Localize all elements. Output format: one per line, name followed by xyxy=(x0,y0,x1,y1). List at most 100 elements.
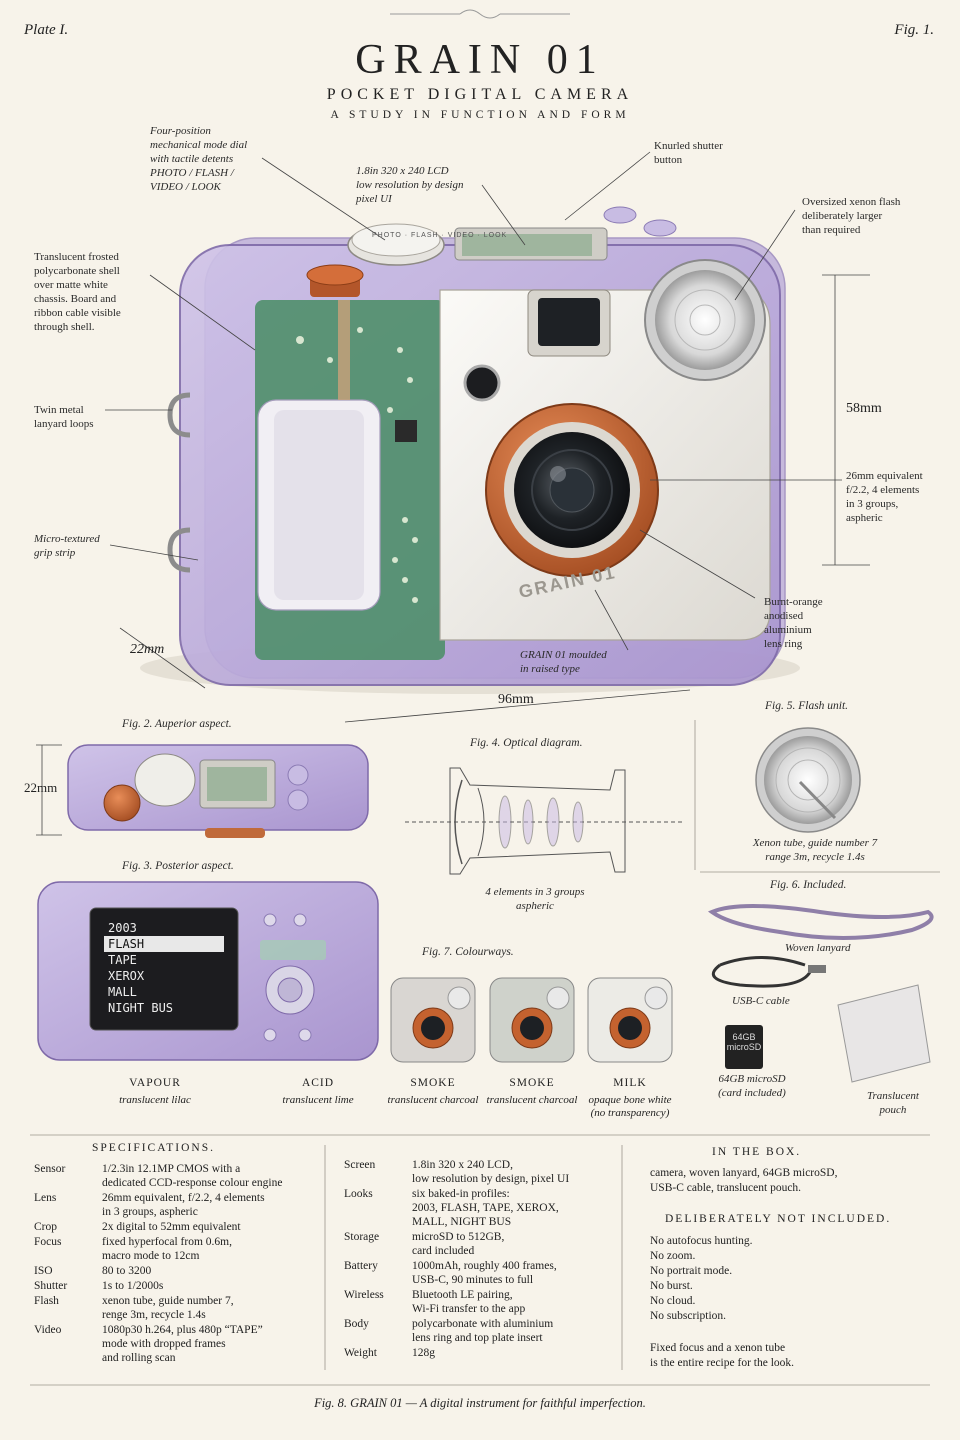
closing-text: Fixed focus and a xenon tube is the entir… xyxy=(650,1341,794,1371)
fig4-note-line: aspheric xyxy=(516,900,554,912)
spec-key: Screen xyxy=(344,1159,376,1171)
spec-key: Lens xyxy=(34,1192,57,1204)
card-label-line: (card included) xyxy=(718,1087,786,1099)
colourway-camera xyxy=(390,977,476,1063)
spec-value-line: 1s to 1/2000s xyxy=(102,1280,164,1292)
lcd-menu-item: XEROX xyxy=(108,969,145,983)
spec-value: 1080p30 h.264, plus 480p “TAPE”mode with… xyxy=(102,1323,318,1365)
lcd-menu-item: MALL xyxy=(108,985,137,999)
spec-value-line: 1080p30 h.264, plus 480p “TAPE” xyxy=(102,1324,263,1336)
fig4-note-line: 4 elements in 3 groups xyxy=(485,886,585,898)
lcd-menu-item: FLASH xyxy=(104,936,224,952)
fig6-card-label: 64GB microSD(card included) xyxy=(712,1072,792,1100)
dimension-width: 96mm xyxy=(498,692,534,707)
spec-key: ISO xyxy=(34,1265,53,1277)
fig2-top-view xyxy=(36,744,369,838)
ann-lcd-line: low resolution by design xyxy=(356,179,464,191)
spec-key: Storage xyxy=(344,1231,380,1243)
ann-shell-line: over matte white xyxy=(34,279,108,291)
fig6-lanyard-label: Woven lanyard xyxy=(785,942,851,954)
ann-shell-line: chassis. Board and xyxy=(34,293,117,305)
ann-mode-line: VIDEO / LOOK xyxy=(150,181,221,193)
inbox-title: IN THE BOX. xyxy=(712,1146,802,1158)
ann-mode-line: with tactile detents xyxy=(150,153,234,165)
colourway-subtitle: translucent lime xyxy=(282,1094,354,1106)
annotation-shell: Translucent frosted polycarbonate shell ov… xyxy=(34,250,121,334)
fig4-optical-diagram xyxy=(405,767,685,875)
spec-value-line: macro mode to 12cm xyxy=(102,1250,200,1262)
spec-value: xenon tube, guide number 7,renge 3m, rec… xyxy=(102,1294,318,1322)
spec-value: 128g xyxy=(412,1346,614,1360)
not-list-line: No cloud. xyxy=(650,1295,696,1307)
spec-value: 1000mAh, roughly 400 frames, USB-C, 90 mi… xyxy=(412,1259,614,1287)
spec-key: Crop xyxy=(34,1221,57,1233)
inbox-text: camera, woven lanyard, 64GB microSD,USB-… xyxy=(650,1166,837,1196)
not-list-line: No autofocus hunting. xyxy=(650,1235,753,1247)
closing-line: Fixed focus and a xenon tube xyxy=(650,1342,786,1354)
spec-value-line: 26mm equivalent, f/2.2, 4 elements xyxy=(102,1192,265,1204)
footer-caption: Fig. 8. GRAIN 01 — A digital instrument … xyxy=(314,1396,646,1410)
spec-value-line: 2003, FLASH, TAPE, XEROX, xyxy=(412,1202,559,1214)
spec-value-line: USB-C, 90 minutes to full xyxy=(412,1274,534,1286)
fig3-back-view xyxy=(37,881,379,1061)
fig5-note-line: range 3m, recycle 1.4s xyxy=(765,851,865,863)
spec-key: Battery xyxy=(344,1260,378,1272)
ann-flash-line: deliberately larger xyxy=(802,210,883,222)
section-dividers xyxy=(30,720,940,1386)
ann-lens-line: aspheric xyxy=(846,512,883,524)
colourway-name: ACID xyxy=(301,1077,335,1089)
inbox-text-line: camera, woven lanyard, 64GB microSD, xyxy=(650,1167,838,1179)
fig6-cable-label: USB-C cable xyxy=(732,995,790,1007)
fig4-caption: Fig. 4. Optical diagram. xyxy=(470,737,583,749)
pouch-label-line: pouch xyxy=(879,1104,907,1116)
fig2-caption: Fig. 2. Auperior aspect. xyxy=(122,718,232,730)
fig7-colourway-illustrations xyxy=(390,977,673,1063)
specs-right-column: Screen 1.8in 320 x 240 LCD,low resolution… xyxy=(344,1158,614,1361)
spec-value-line: microSD to 512GB, xyxy=(412,1231,505,1243)
spec-value: 1.8in 320 x 240 LCD,low resolution by de… xyxy=(412,1158,614,1186)
ann-mode-line: mechanical mode dial xyxy=(150,139,248,151)
not-list-line: No portrait mode. xyxy=(650,1265,733,1277)
ann-shell-line: Translucent frosted xyxy=(34,251,119,263)
fig5-note-line: Xenon tube, guide number 7 xyxy=(752,837,878,849)
spec-value: Bluetooth LE pairing,Wi-Fi transfer to t… xyxy=(412,1288,614,1316)
fig6-included-items xyxy=(707,904,934,1083)
ann-lens-line: 26mm equivalent xyxy=(846,470,923,482)
closing-line: is the entire recipe for the look. xyxy=(650,1357,795,1369)
spec-value: six baked-in profiles: 2003, FLASH, TAPE,… xyxy=(412,1187,614,1229)
dimension-depth: 22mm xyxy=(130,642,165,657)
spec-value-line: 1000mAh, roughly 400 frames, xyxy=(412,1260,557,1272)
colourway-subtitle: (no transparency) xyxy=(590,1107,670,1119)
spec-value-line: 80 to 3200 xyxy=(102,1265,152,1277)
colourway-subtitle: translucent charcoal xyxy=(486,1094,578,1106)
spec-value-line: dedicated CCD-response colour engine xyxy=(102,1177,283,1189)
spec-key: Shutter xyxy=(34,1280,68,1292)
not-included-title: DELIBERATELY NOT INCLUDED. xyxy=(665,1213,892,1225)
colourway-name: SMOKE xyxy=(410,1077,456,1089)
fig6-caption: Fig. 6. Included. xyxy=(770,879,847,891)
page-tagline: A STUDY IN FUNCTION AND FORM xyxy=(330,109,630,121)
fig2-dimension: 22mm xyxy=(24,780,58,795)
spec-row: Shutter 1s to 1/2000s xyxy=(34,1279,318,1293)
ann-shell-line: polycarbonate shell xyxy=(34,265,120,277)
ann-ring-line: aluminium xyxy=(764,624,812,636)
ann-flash-line: Oversized xenon flash xyxy=(802,196,901,208)
lcd-menu-item: 2003 xyxy=(108,921,137,935)
spec-value-line: six baked-in profiles: xyxy=(412,1188,510,1200)
mode-dial-labels: PHOTO · FLASH · VIDEO · LOOK xyxy=(372,232,508,239)
